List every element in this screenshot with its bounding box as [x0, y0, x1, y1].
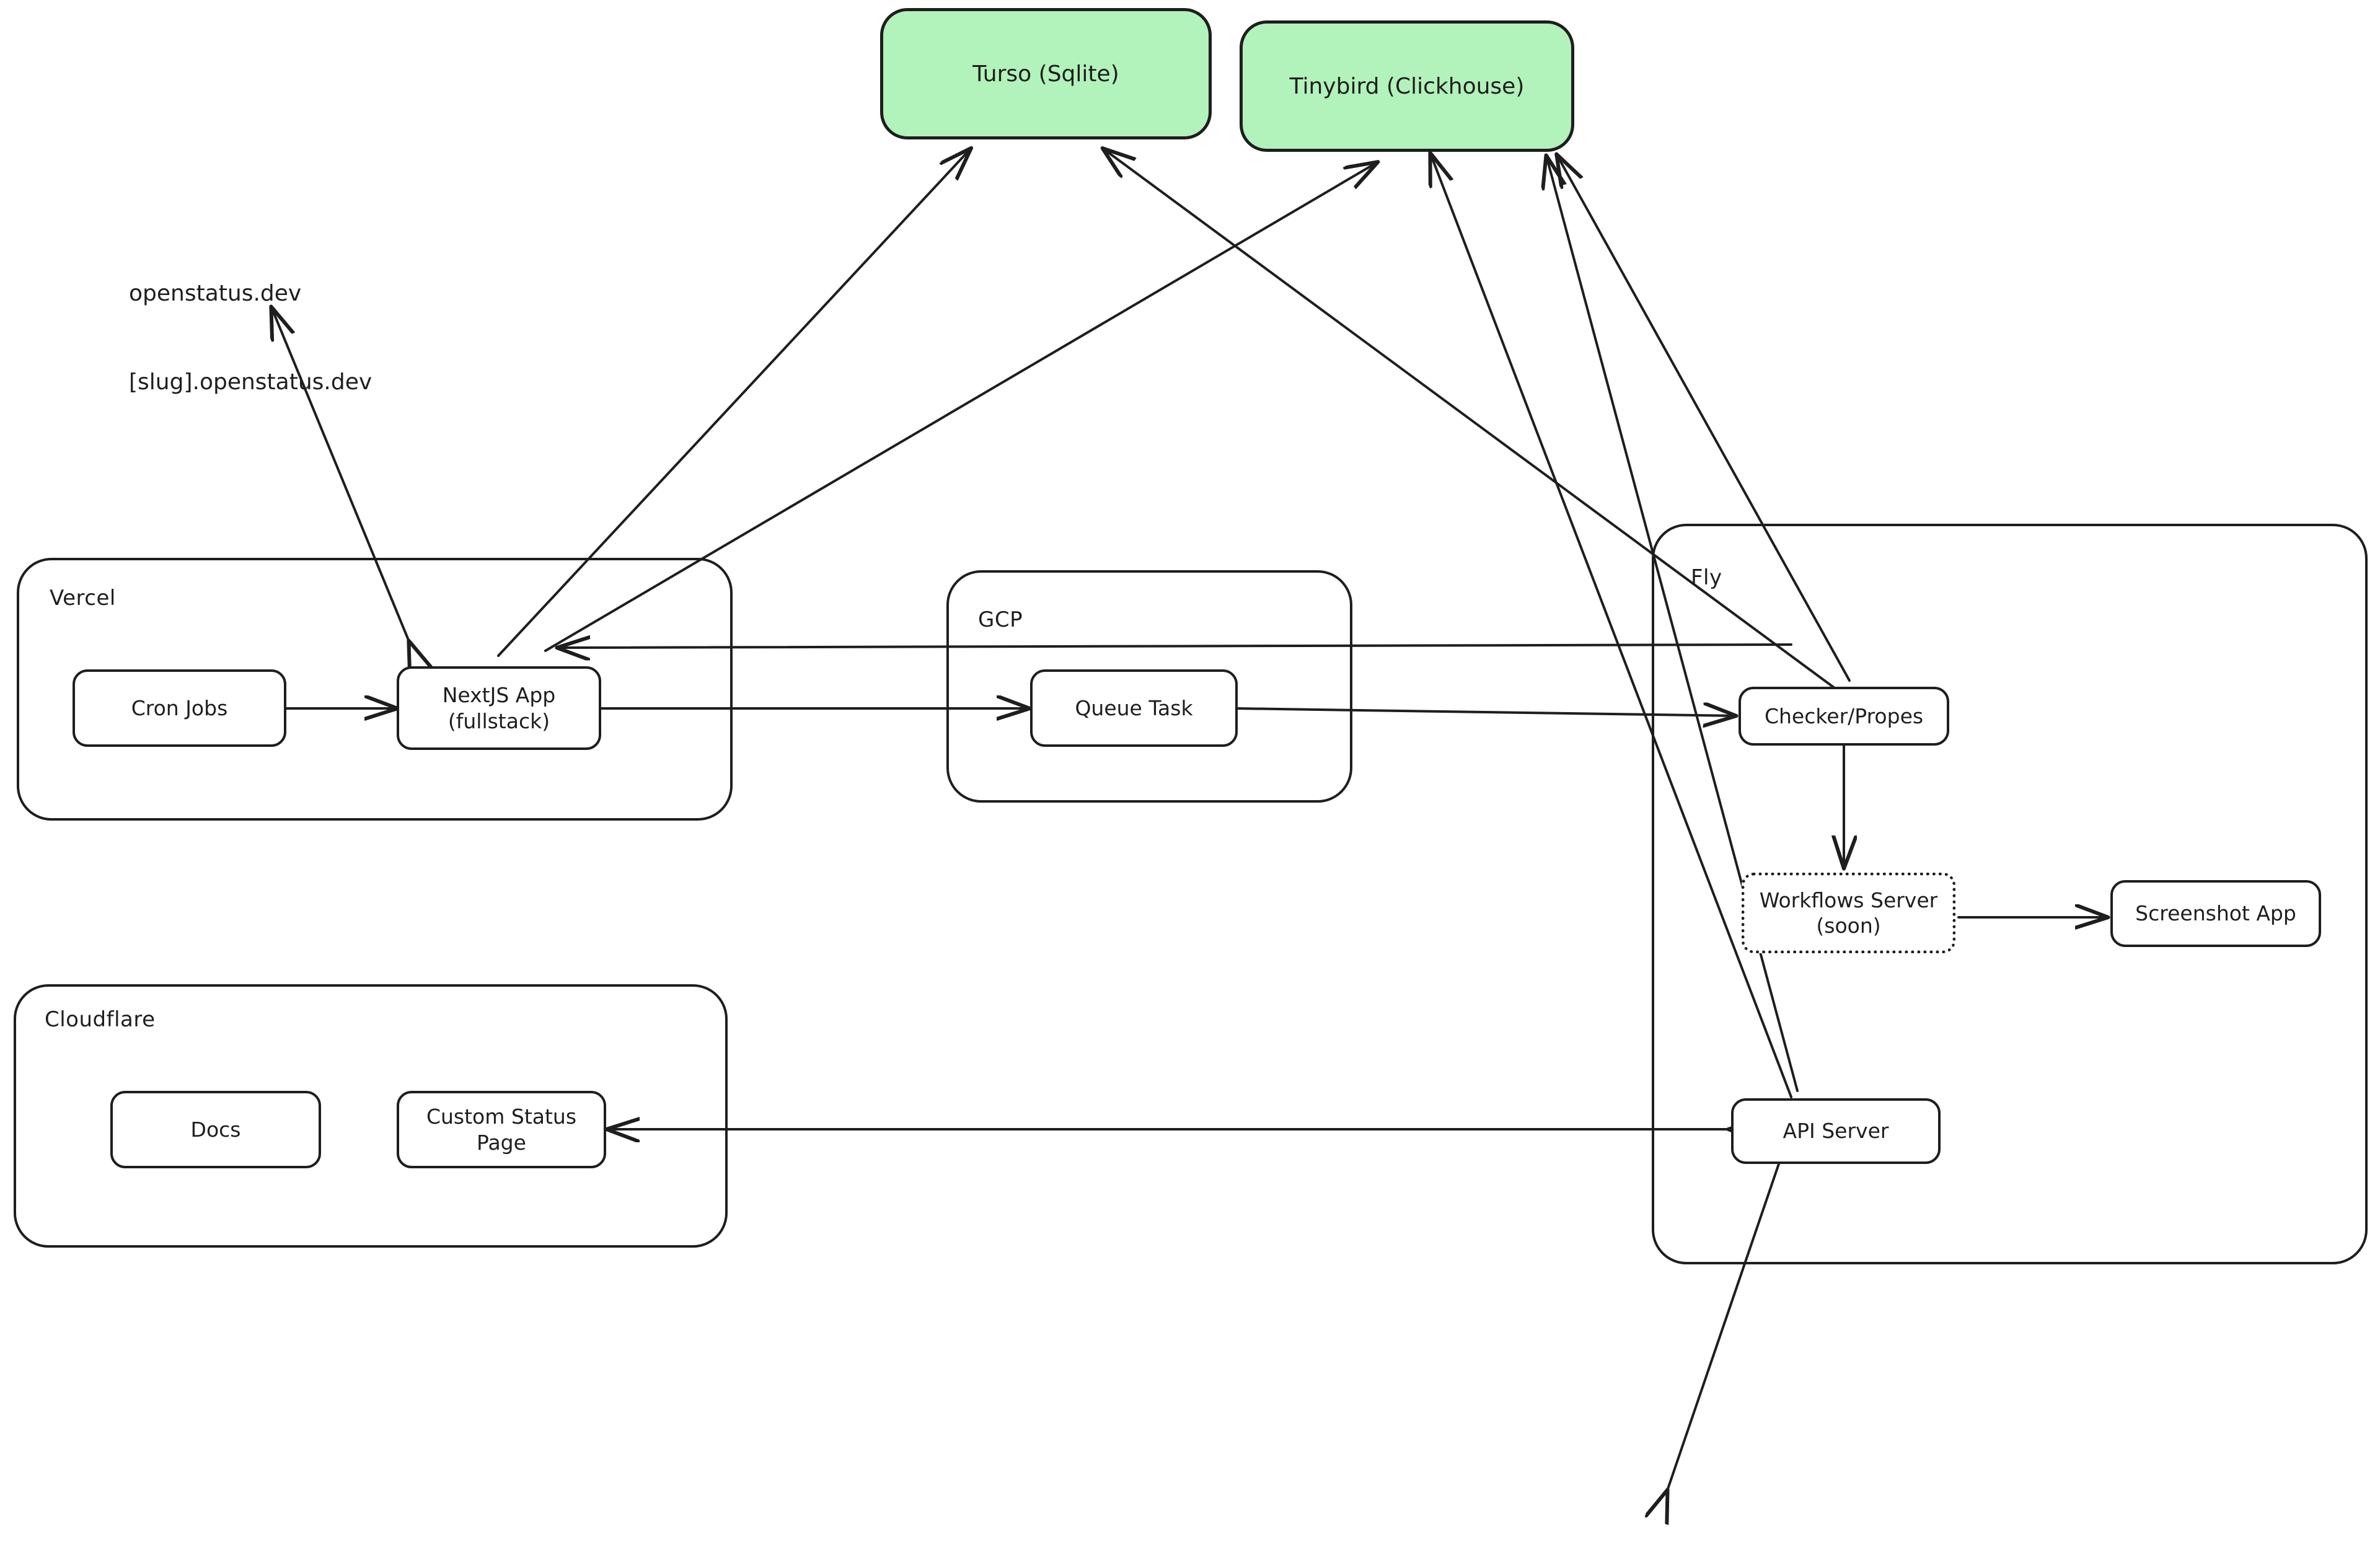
label-domains-line1: openstatus.dev — [129, 281, 302, 307]
group-cloudflare — [14, 984, 728, 1248]
group-cloudflare-label: Cloudflare — [45, 1007, 156, 1032]
node-checker-probes[interactable]: Checker/Propes — [1739, 687, 1949, 746]
node-workflows-server[interactable]: Workflows Server (soon) — [1742, 873, 1955, 953]
node-screenshot-app-label: Screenshot App — [2135, 901, 2296, 926]
node-custom-status-page[interactable]: Custom Status Page — [397, 1091, 606, 1168]
node-nextjs-app-label-line1: NextJS App — [442, 683, 556, 708]
node-api-server-label: API Server — [1783, 1119, 1889, 1144]
node-workflows-server-label-line2: (soon) — [1816, 914, 1881, 938]
node-tinybird-label: Tinybird (Clickhouse) — [1289, 73, 1525, 99]
group-gcp — [946, 570, 1352, 803]
label-domains-line2: [slug].openstatus.dev — [129, 369, 372, 395]
node-screenshot-app[interactable]: Screenshot App — [2110, 880, 2321, 947]
node-checker-probes-label: Checker/Propes — [1764, 703, 1924, 728]
node-cron-jobs-label: Cron Jobs — [131, 695, 228, 720]
node-queue-task[interactable]: Queue Task — [1030, 669, 1238, 747]
node-docs-label: Docs — [190, 1117, 241, 1142]
group-vercel-label: Vercel — [50, 586, 116, 610]
group-vercel — [17, 558, 733, 821]
label-cli-website: CLI/Your Website — [1557, 1500, 1743, 1547]
node-nextjs-app-label-line2: (fullstack) — [447, 708, 550, 733]
node-api-server[interactable]: API Server — [1731, 1098, 1941, 1164]
node-turso[interactable]: Turso (Sqlite) — [880, 8, 1212, 139]
node-workflows-server-label-line1: Workflows Server — [1759, 888, 1938, 912]
node-custom-status-page-label: Custom Status Page — [426, 1104, 577, 1155]
label-domains: openstatus.dev [slug].openstatus.dev — [129, 220, 372, 456]
node-turso-label: Turso (Sqlite) — [972, 61, 1119, 87]
group-fly — [1652, 524, 2368, 1264]
group-fly-label: Fly — [1691, 565, 1722, 590]
node-tinybird[interactable]: Tinybird (Clickhouse) — [1240, 20, 1574, 152]
node-cron-jobs[interactable]: Cron Jobs — [73, 669, 286, 747]
group-gcp-label: GCP — [978, 607, 1023, 632]
node-nextjs-app[interactable]: NextJS App (fullstack) — [397, 666, 601, 750]
node-queue-task-label: Queue Task — [1075, 695, 1193, 720]
node-docs[interactable]: Docs — [110, 1091, 321, 1168]
